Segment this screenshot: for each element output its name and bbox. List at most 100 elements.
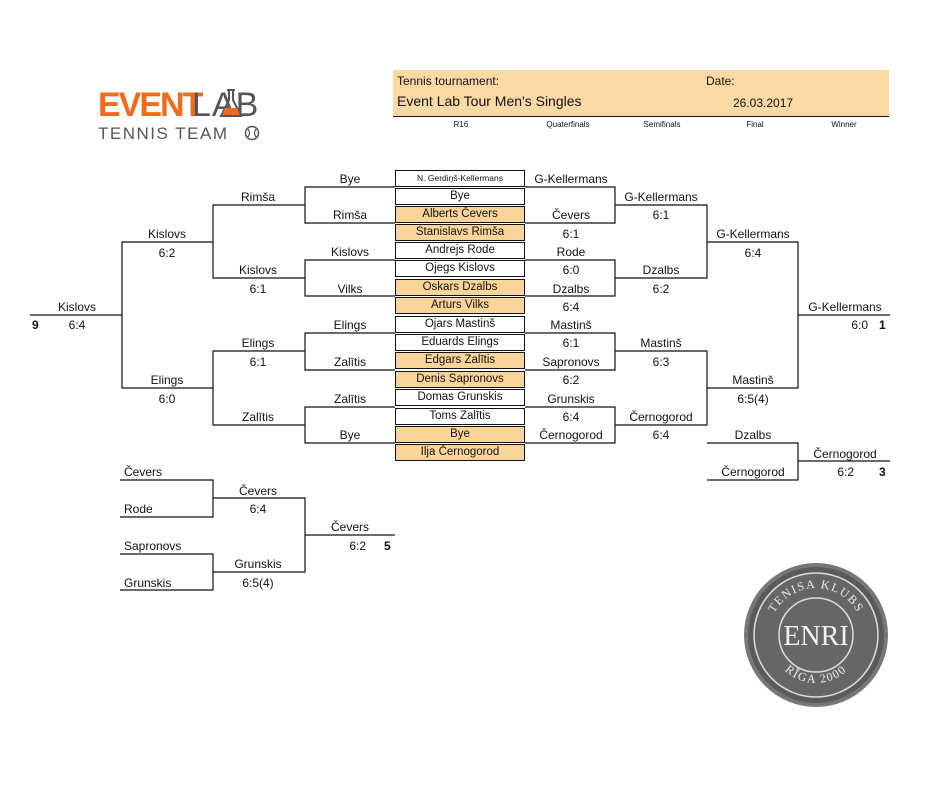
logo-lab-text: LAB bbox=[192, 86, 260, 124]
bracket-label: Kislovs bbox=[57, 300, 96, 314]
bracket-label: Čevers bbox=[551, 208, 590, 222]
bracket-score: 6:4 bbox=[562, 410, 580, 424]
player-cell: Ilja Černogorod bbox=[395, 444, 525, 461]
bracket-label: G-Kellermans bbox=[624, 190, 698, 204]
bracket-label: Rimša bbox=[240, 190, 275, 204]
bracket-score: 6:1 bbox=[249, 282, 267, 296]
bracket-label: Sapronovs bbox=[542, 355, 600, 369]
flask-icon bbox=[219, 89, 243, 117]
bracket-score: 6:4 bbox=[744, 246, 762, 260]
bracket-score: 6:2 bbox=[652, 282, 670, 296]
bracket-score: 6:1 bbox=[562, 227, 580, 241]
bracket-label: Mastinš bbox=[640, 336, 682, 350]
date-label: Date: bbox=[706, 74, 735, 88]
player-cell: Denis Sapronovs bbox=[395, 371, 525, 388]
bracket-label: Grunskis bbox=[547, 392, 595, 406]
bracket-label: G-Kellermans bbox=[808, 300, 882, 314]
bracket-label: Zalītis bbox=[241, 410, 274, 424]
bracket-score: 6:0 bbox=[562, 263, 580, 277]
bracket-label: Zalītis bbox=[333, 355, 366, 369]
logo-subtitle: TENNIS TEAM bbox=[98, 124, 229, 143]
player-cell: Domas Grunskis bbox=[395, 389, 525, 406]
tournament-label: Tennis tournament: bbox=[397, 74, 500, 88]
header-box bbox=[393, 70, 889, 116]
tennis-club-seal: TENISA KLUBS RĪGA 2000 ENRI bbox=[744, 563, 888, 707]
seal-center-text: ENRI bbox=[783, 621, 848, 652]
bracket-score: 6:2 bbox=[562, 373, 580, 387]
fifth-place-score: 6:2 bbox=[349, 539, 366, 553]
bracket-label: Černogorod bbox=[539, 428, 603, 442]
player-cell: Bye bbox=[395, 426, 525, 443]
player-cell: Edgars Zalītis bbox=[395, 352, 525, 369]
bracket-score: 6:4 bbox=[652, 428, 670, 442]
bracket-label: Rimša bbox=[332, 208, 367, 222]
place-number: 1 bbox=[879, 318, 886, 332]
bracket-label: Zalītis bbox=[333, 392, 366, 406]
player-cell: Arturs Vilks bbox=[395, 297, 525, 314]
fifth-place-score: 6:5(4) bbox=[242, 576, 274, 590]
tennis-ball-icon bbox=[244, 125, 260, 141]
fifth-place-label: Čevers bbox=[238, 484, 277, 498]
fifth-place-label: Rode bbox=[124, 502, 153, 516]
place-number: 3 bbox=[879, 465, 886, 479]
player-cell: Ojegs Kislovs bbox=[395, 260, 525, 277]
bracket-label: Elings bbox=[333, 318, 367, 332]
bracket-score: 6:0 bbox=[158, 392, 176, 406]
player-cell: Stanislavs Rimša bbox=[395, 224, 525, 241]
player-cell: Oskars Dzalbs bbox=[395, 279, 525, 296]
column-header-quarterfinals: Quaterfinals bbox=[546, 120, 590, 129]
bracket-label: Kislovs bbox=[147, 227, 186, 241]
bracket-score: 6:1 bbox=[652, 208, 670, 222]
logo-event-text: EVENT bbox=[98, 86, 203, 124]
fifth-place-label: Grunskis bbox=[124, 576, 172, 590]
player-cell: N. Gerdiņš-Kellermans bbox=[395, 170, 525, 187]
bracket-label: Vilks bbox=[337, 282, 363, 296]
bracket-label: Bye bbox=[339, 172, 361, 186]
fifth-place-label: Grunskis bbox=[234, 557, 282, 571]
third-place-label: Dzalbs bbox=[734, 428, 772, 442]
player-cell: Eduards Elings bbox=[395, 334, 525, 351]
bracket-score: 6:5(4) bbox=[737, 392, 769, 406]
third-place-label: Černogorod bbox=[721, 465, 785, 479]
bracket-label: Černogorod bbox=[629, 410, 693, 424]
column-header-r16: R16 bbox=[453, 120, 469, 129]
tournament-date: 26.03.2017 bbox=[733, 96, 794, 110]
third-place-score: 6:2 bbox=[837, 465, 854, 479]
bracket-score: 6:1 bbox=[249, 355, 267, 369]
bracket-score: 6:2 bbox=[158, 246, 176, 260]
place-number: 9 bbox=[32, 318, 39, 332]
bracket-label: Kislovs bbox=[330, 245, 369, 259]
bracket-label: G-Kellermans bbox=[534, 172, 608, 186]
bracket-label: G-Kellermans bbox=[716, 227, 790, 241]
player-cell: Andrejs Rode bbox=[395, 242, 525, 259]
player-cell: Bye bbox=[395, 188, 525, 205]
column-header-semifinals: Semifinals bbox=[643, 120, 681, 129]
player-cell: Alberts Čevers bbox=[395, 206, 525, 223]
bracket-label: Dzalbs bbox=[642, 263, 680, 277]
tournament-title: Event Lab Tour Men's Singles bbox=[397, 93, 582, 109]
bracket-label: Bye bbox=[339, 428, 361, 442]
bracket-label: Mastinš bbox=[732, 373, 774, 387]
bracket-score: 6:4 bbox=[68, 318, 86, 332]
bracket-score: 6:4 bbox=[562, 300, 580, 314]
player-cell: Ojars Mastinš bbox=[395, 316, 525, 333]
column-header-winner: Winner bbox=[831, 120, 857, 129]
fifth-place-score: 6:4 bbox=[249, 502, 267, 516]
fifth-place-label: Sapronovs bbox=[124, 539, 182, 553]
third-place-winner: Černogorod bbox=[813, 447, 877, 461]
bracket-score: 6:0 bbox=[851, 318, 868, 332]
bracket-label: Kislovs bbox=[238, 263, 277, 277]
bracket-label: Elings bbox=[241, 336, 275, 350]
player-cell: Toms Zalītis bbox=[395, 408, 525, 425]
bracket-label: Mastinš bbox=[550, 318, 592, 332]
place-number: 5 bbox=[384, 539, 391, 553]
fifth-place-label: Čevers bbox=[124, 465, 163, 479]
column-header-final: Final bbox=[746, 120, 764, 129]
bracket-label: Dzalbs bbox=[552, 282, 590, 296]
bracket-score: 6:1 bbox=[562, 336, 580, 350]
bracket-label: Elings bbox=[150, 373, 184, 387]
fifth-place-winner: Čevers bbox=[330, 520, 369, 534]
bracket-label: Rode bbox=[556, 245, 586, 259]
